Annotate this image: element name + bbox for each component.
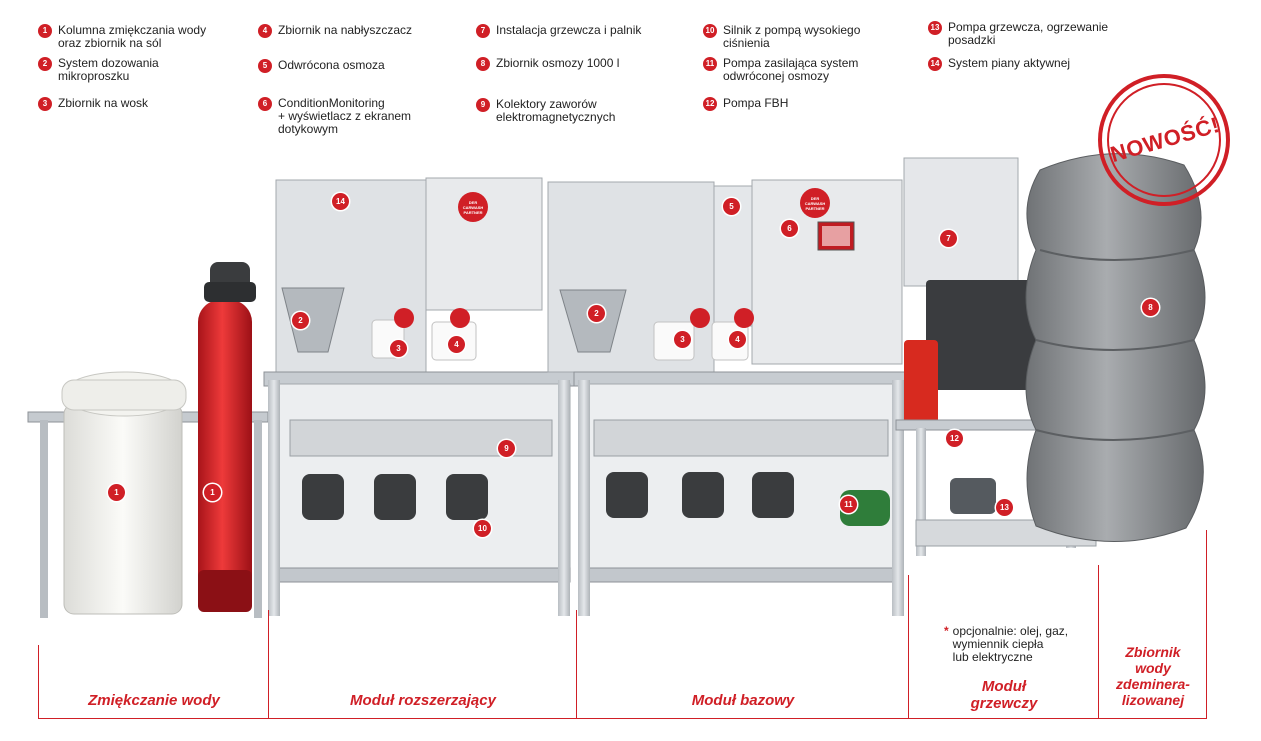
legend-text: Instalacja grzewcza i palnik — [496, 23, 642, 37]
heating-module — [895, 157, 1097, 556]
marker: 13 — [996, 499, 1013, 516]
section-divider — [38, 645, 39, 719]
legend-text: Odwrócona osmoza — [278, 58, 385, 72]
section-label: Zmiękczanie wody — [88, 692, 220, 709]
marker: 9 — [498, 440, 515, 457]
legend-text: Zbiornik osmozy 1000 l — [496, 56, 620, 70]
legend-item: 4 Zbiornik na nabłyszczacz — [258, 24, 412, 38]
legend-number-badge: 3 — [38, 97, 52, 111]
legend-number-badge: 13 — [928, 21, 942, 35]
marker: 5 — [723, 198, 740, 215]
section-label: Zbiornik wody zdeminera- lizowanej — [1116, 644, 1190, 708]
legend-item: 11 Pompa zasilająca system odwróconej osm… — [703, 57, 858, 83]
marker: 7 — [940, 230, 957, 247]
section-divider — [1098, 565, 1099, 719]
section-baseline — [38, 718, 1206, 719]
section-label: Moduł rozszerzający — [350, 692, 496, 709]
legend-number-badge: 5 — [258, 59, 272, 73]
section-divider — [1206, 530, 1207, 719]
legend-item: 13 Pompa grzewcza, ogrzewanie posadzki — [928, 21, 1108, 47]
legend-number-badge: 14 — [928, 57, 942, 71]
legend-item: 2 System dozowania mikroproszku — [38, 57, 159, 83]
marker: 4 — [448, 336, 465, 353]
legend-text: Zbiornik na wosk — [58, 96, 149, 110]
softener-column — [198, 262, 256, 612]
legend-number-badge: 11 — [703, 57, 717, 71]
demin-water-tank — [1025, 153, 1206, 542]
marker: 8 — [1142, 299, 1159, 316]
section-divider — [908, 575, 909, 719]
legend-number-badge: 9 — [476, 98, 490, 112]
legend-item: 7 Instalacja grzewcza i palnik — [476, 24, 641, 38]
legend-text: Pompa grzewcza, ogrzewanie posadzki — [948, 20, 1109, 47]
legend-item: 12 Pompa FBH — [703, 97, 788, 111]
legend-item: 6 ConditionMonitoring + wyświetlacz z ekr… — [258, 97, 411, 136]
legend-number-badge: 2 — [38, 57, 52, 71]
legend-text: Pompa zasilająca system odwróconej osmoz… — [723, 56, 859, 83]
section-divider — [268, 610, 269, 719]
marker: 2 — [588, 305, 605, 322]
new-stamp — [1098, 74, 1230, 206]
legend-item: 1 Kolumna zmiękczania wody oraz zbiornik … — [38, 24, 206, 50]
legend-number-badge: 8 — [476, 57, 490, 71]
legend-number-badge: 4 — [258, 24, 272, 38]
stamp-label: NOWOŚĆ! — [1107, 112, 1223, 168]
legend-text: Silnik z pompą wysokiego ciśnienia — [723, 23, 861, 50]
legend-number-badge: 10 — [703, 24, 717, 38]
marker: 3 — [674, 331, 691, 348]
legend-number-badge: 12 — [703, 97, 717, 111]
legend-number-badge: 1 — [38, 24, 52, 38]
legend-item: 5 Odwrócona osmoza — [258, 59, 385, 73]
legend-text: ConditionMonitoring + wyświetlacz z ekra… — [278, 96, 412, 136]
base-module — [547, 179, 907, 616]
section-divider — [576, 610, 577, 719]
legend-item: 10 Silnik z pompą wysokiego ciśnienia — [703, 24, 860, 50]
note-text: opcjonalnie: olej, gaz, wymiennik ciepła… — [952, 624, 1069, 664]
marker: 14 — [332, 193, 349, 210]
optional-note: * opcjonalnie: olej, gaz, wymiennik ciep… — [944, 625, 1068, 664]
marker: 11 — [840, 496, 857, 513]
section-label: Moduł bazowy — [691, 692, 795, 709]
salt-tank — [61, 371, 187, 615]
marker: 12 — [946, 430, 963, 447]
marker: 3 — [390, 340, 407, 357]
legend-text: Zbiornik na nabłyszczacz — [278, 23, 413, 37]
legend-item: 9 Kolektory zaworów elektromagnetycznych — [476, 98, 615, 124]
brand-badge: DER CARWASH PARTNER — [800, 188, 830, 218]
legend-text: Kolumna zmiękczania wody oraz zbiornik n… — [58, 23, 207, 50]
marker: 4 — [729, 331, 746, 348]
brand-badge: DER CARWASH PARTNER — [458, 192, 488, 222]
marker: 1 — [108, 484, 125, 501]
legend-text: Pompa FBH — [723, 96, 789, 110]
legend-item: 3 Zbiornik na wosk — [38, 97, 148, 111]
legend-number-badge: 7 — [476, 24, 490, 38]
legend-item: 8 Zbiornik osmozy 1000 l — [476, 57, 619, 71]
note-asterisk: * — [944, 624, 949, 638]
legend-text: System dozowania mikroproszku — [58, 56, 159, 83]
section-label: Moduł grzewczy — [970, 678, 1038, 712]
marker: 1 — [204, 484, 221, 501]
legend-text: System piany aktywnej — [948, 56, 1071, 70]
marker: 10 — [474, 520, 491, 537]
marker: 6 — [781, 220, 798, 237]
legend-number-badge: 6 — [258, 97, 272, 111]
legend-item: 14 System piany aktywnej — [928, 57, 1070, 71]
marker: 2 — [292, 312, 309, 329]
legend-text: Kolektory zaworów elektromagnetycznych — [496, 97, 616, 124]
expansion-module — [263, 177, 577, 616]
